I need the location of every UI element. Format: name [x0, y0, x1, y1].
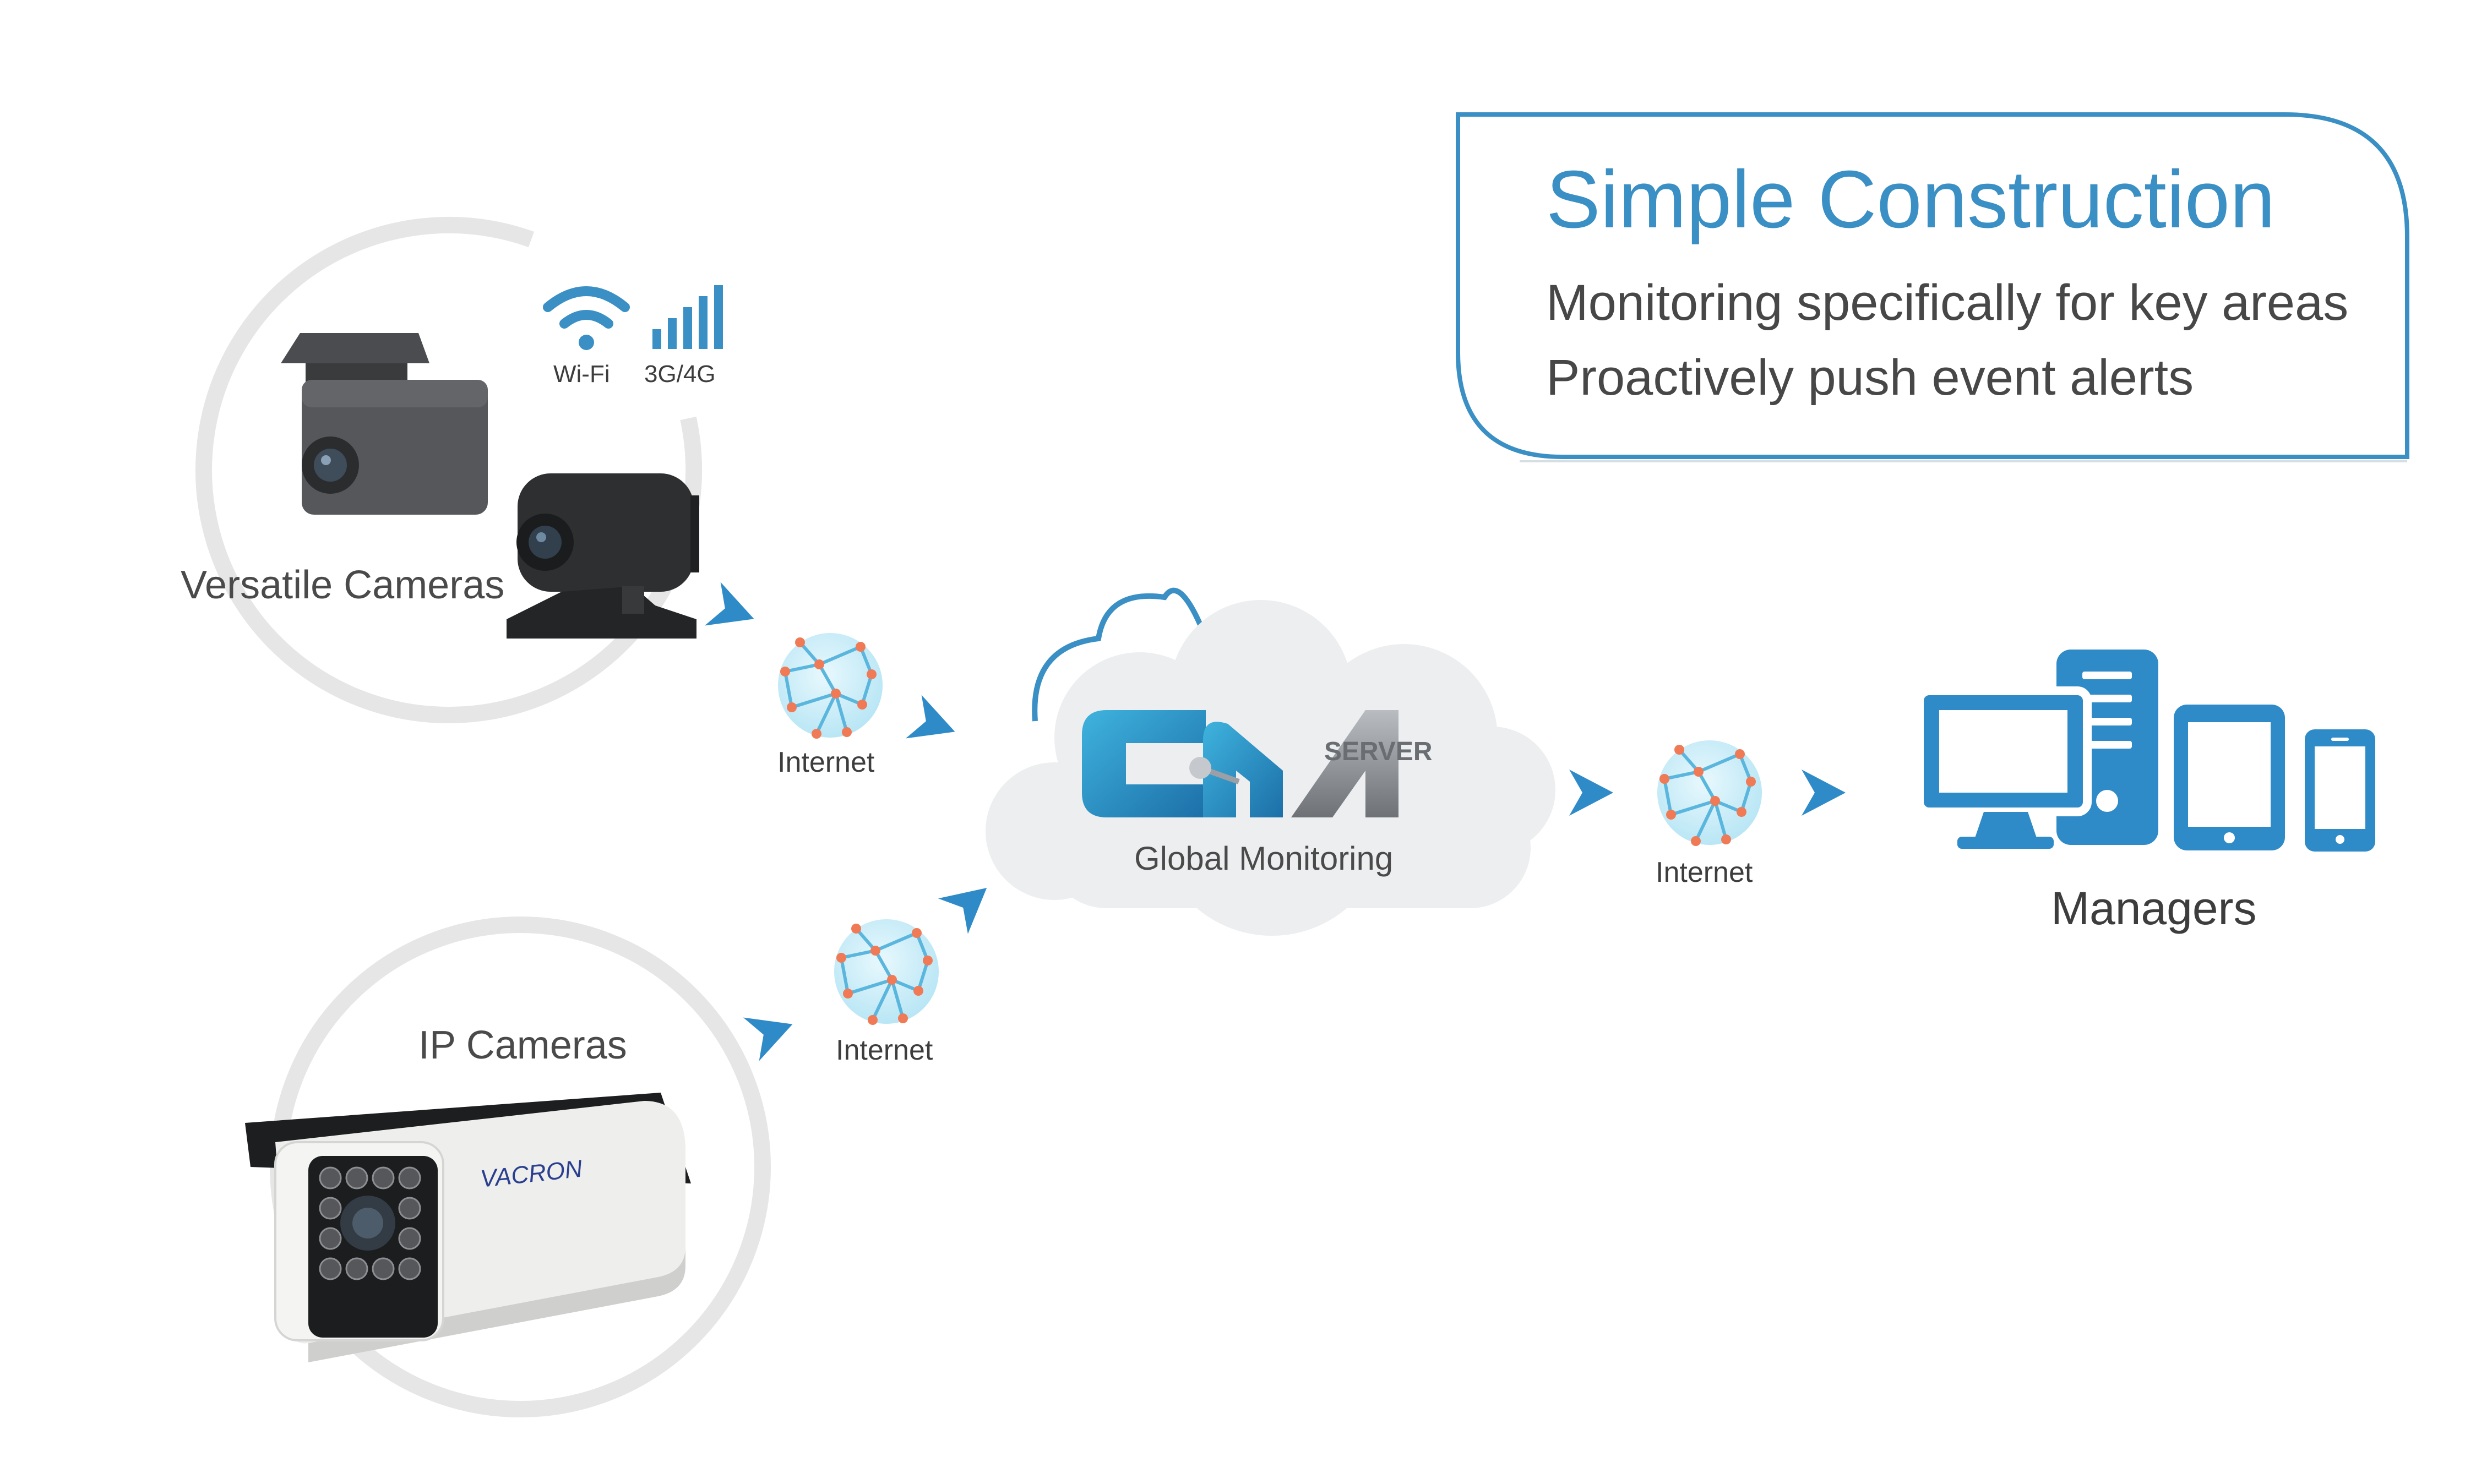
globe-network-icon-top	[778, 633, 883, 739]
desktop-icon	[1915, 686, 2092, 849]
phone-icon	[2305, 729, 2375, 852]
info-line-1: Monitoring specifically for key areas	[1546, 275, 2349, 331]
arrow-icon-2	[905, 695, 963, 754]
cellular-label: 3G/4G	[644, 361, 716, 388]
arrow-icon-6	[1802, 770, 1846, 816]
global-monitoring-label: Global Monitoring	[1134, 840, 1394, 877]
ip-cameras-label: IP Cameras	[418, 1023, 627, 1067]
arrow-icon-5	[1569, 770, 1613, 816]
versatile-cameras-label: Versatile Cameras	[181, 563, 505, 607]
tablet-icon	[2174, 705, 2285, 850]
server-badge: SERVER	[1324, 737, 1433, 766]
info-line-2: Proactively push event alerts	[1546, 350, 2194, 406]
gm-server-logo	[1082, 710, 1398, 817]
internet-label-bottom: Internet	[836, 1034, 933, 1066]
cloud-outline	[1032, 587, 1203, 722]
wifi-dot	[579, 335, 594, 350]
internet-label-right: Internet	[1656, 856, 1753, 888]
dash-camera-image	[281, 333, 488, 515]
arrow-icon-1	[704, 582, 762, 641]
ip-camera-image	[245, 1093, 691, 1362]
info-title: Simple Construction	[1546, 154, 2276, 245]
wifi-label: Wi-Fi	[553, 361, 610, 388]
wifi-icon	[543, 286, 630, 329]
globe-network-icon-bottom	[834, 919, 939, 1025]
managers-label: Managers	[2051, 882, 2257, 934]
mini-camera-image	[507, 473, 699, 639]
arrow-icon-3	[743, 1002, 801, 1061]
globe-network-icon-right	[1657, 740, 1762, 846]
arrow-icon-4	[938, 870, 1002, 934]
internet-label-top: Internet	[777, 746, 875, 778]
cellular-signal-icon	[652, 285, 723, 349]
info-box-frame	[1456, 112, 2409, 459]
